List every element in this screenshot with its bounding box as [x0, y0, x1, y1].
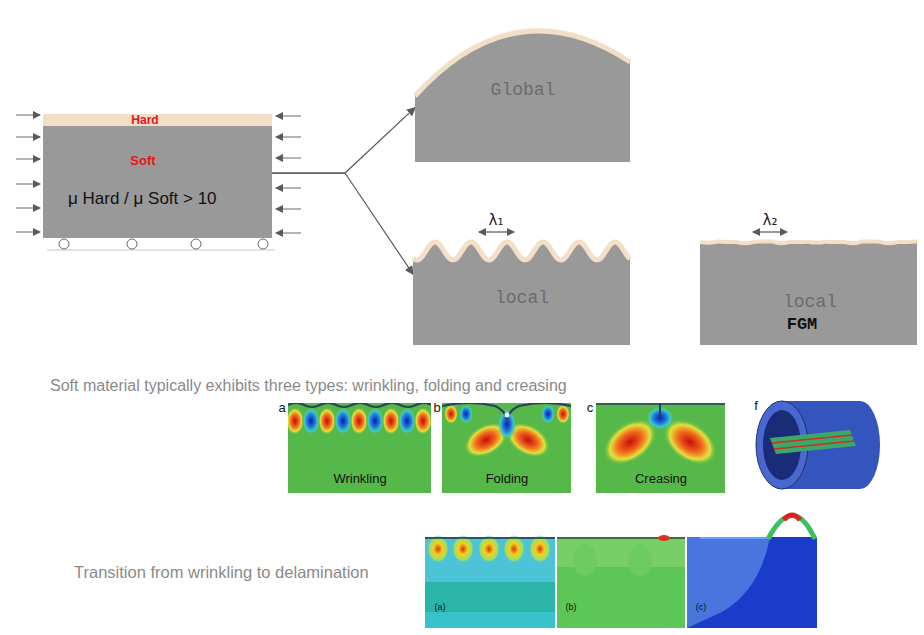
panel-letter: a — [278, 401, 285, 414]
film-layer — [413, 242, 630, 260]
node-title: local — [495, 289, 549, 307]
node-text: FGM — [787, 316, 818, 333]
node-title: Wrinkling — [333, 472, 386, 485]
node-title: Creasing — [635, 472, 687, 485]
substrate-fill — [415, 31, 630, 162]
transition-plot-a — [425, 535, 555, 628]
substrate-fill — [700, 241, 917, 345]
local-fgm-block: localFGM — [700, 236, 917, 345]
wavelength-label: λ₁ — [489, 213, 504, 228]
node-title: Global — [491, 81, 556, 99]
node-title: Folding — [486, 472, 529, 485]
panel-letter: f — [754, 399, 758, 412]
roller-supports — [47, 239, 275, 250]
panel-letter: c — [587, 401, 594, 414]
figure-label: (a) — [435, 603, 446, 612]
flow-arrow — [272, 173, 413, 274]
wrinkling-plot — [288, 403, 431, 493]
wrinkling-panel: Wrinkling — [288, 403, 431, 493]
node-text: μ Hard / μ Soft > 10 — [68, 190, 217, 207]
transition-plot-b — [557, 535, 685, 628]
creasing-plot — [596, 403, 725, 493]
figure-label: (c) — [696, 603, 707, 612]
local-wrinkling-block: local — [413, 236, 630, 345]
wavelength-markers — [479, 232, 787, 233]
substrate-fill — [413, 242, 630, 345]
node-title: local — [783, 293, 837, 311]
section-heading: Soft material typically exhibits three t… — [50, 378, 567, 394]
tube-model — [756, 401, 880, 489]
panel-letter: b — [433, 401, 440, 414]
film-layer — [700, 241, 917, 243]
hard-layer: Hard — [43, 114, 272, 126]
transition-plot-c — [687, 515, 817, 628]
creasing-panel: Creasing — [596, 403, 725, 493]
node-title: Hard — [131, 114, 158, 126]
section-heading: Transition from wrinkling to delaminatio… — [74, 564, 369, 581]
figure-label: (b) — [566, 603, 577, 612]
node-title: Soft — [130, 154, 155, 167]
global-buckling-block: Global — [415, 26, 630, 162]
folding-panel: Folding — [442, 403, 571, 493]
wavelength-label: λ₂ — [763, 213, 778, 228]
soft-substrate: Soft μ Hard / μ Soft > 10 — [43, 126, 272, 238]
folding-plot — [442, 403, 571, 493]
flow-arrow — [272, 108, 415, 173]
